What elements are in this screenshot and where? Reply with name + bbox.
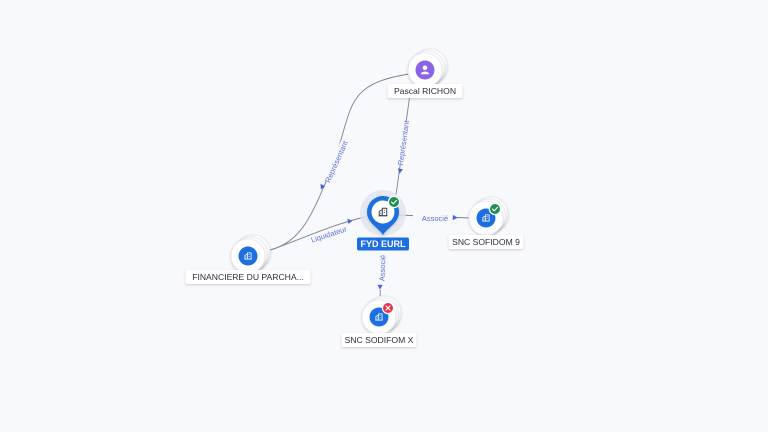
building-icon xyxy=(375,313,383,321)
edge-label-bg xyxy=(377,245,389,291)
edge-label-bg xyxy=(395,120,413,166)
node-sofidom[interactable]: SNC SOFIDOM 9 xyxy=(448,196,524,249)
node-label: FINANCIERE DU PARCHA... xyxy=(192,272,304,282)
edge-label: Associé xyxy=(422,214,448,223)
node-icon-circle xyxy=(238,246,258,266)
edge-label: Liquidateur xyxy=(310,224,349,244)
edge-label: Associé xyxy=(378,255,388,282)
person-icon xyxy=(420,65,430,75)
node-pascal[interactable]: Pascal RICHON xyxy=(387,48,463,98)
edge-label-bg xyxy=(323,139,351,185)
edge-arrow-icon xyxy=(347,219,353,225)
node-label: FYD EURL xyxy=(361,239,407,249)
building-icon xyxy=(378,207,388,217)
cross-badge-icon xyxy=(381,301,395,315)
node-label: Pascal RICHON xyxy=(394,86,456,96)
edge-financiere-fyd: Liquidateur xyxy=(264,216,366,253)
node-sodifom[interactable]: SNC SODIFOM X xyxy=(341,295,417,347)
check-badge-icon xyxy=(488,202,502,216)
node-label-box xyxy=(341,333,417,347)
edge-arrow-icon xyxy=(377,284,383,290)
node-fyd[interactable]: FYD EURL xyxy=(357,190,409,251)
node-label-box xyxy=(185,270,311,284)
node-label-box xyxy=(357,237,409,251)
edge-arrow-icon xyxy=(452,214,458,221)
edge-label: Représentant xyxy=(323,139,350,185)
node-pin-inner xyxy=(371,200,395,224)
edge-fyd-sodifom: Associé xyxy=(377,239,389,301)
node-label-box xyxy=(448,235,524,249)
edge-line xyxy=(264,216,366,253)
edge-label-bg xyxy=(413,214,457,224)
edge-pascal-fyd: Représentant xyxy=(395,93,413,196)
node-label: SNC SOFIDOM 9 xyxy=(452,237,520,247)
building-icon xyxy=(482,214,490,222)
building-icon xyxy=(244,252,252,260)
edge-arrow-icon xyxy=(397,168,403,174)
edge-fyd-sofidom: Associé xyxy=(397,214,471,224)
node-financiere[interactable]: FINANCIERE DU PARCHA... xyxy=(185,234,311,284)
node-label: SNC SODIFOM X xyxy=(345,335,414,345)
node-label-box xyxy=(387,84,463,98)
edge-label-bg xyxy=(306,223,352,247)
check-badge-icon xyxy=(387,195,401,209)
edge-arrow-icon xyxy=(320,183,326,190)
